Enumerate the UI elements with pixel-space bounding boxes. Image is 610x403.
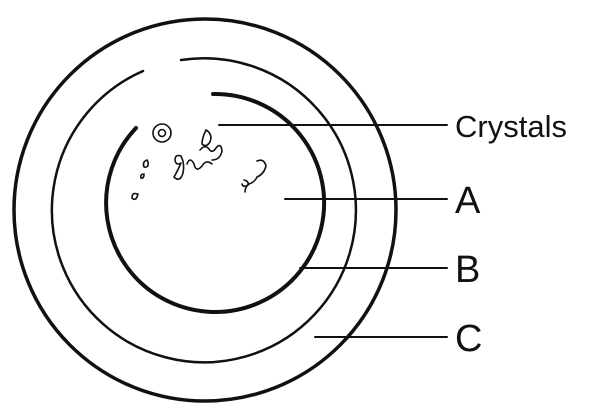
- crystal-ring-outer: [153, 124, 171, 142]
- inner-ring: [106, 94, 324, 312]
- crystal-squiggle-7: [202, 130, 211, 146]
- label-crystals: Crystals: [455, 109, 567, 144]
- crystal-squiggle-6: [200, 146, 222, 160]
- crystals-cluster: [132, 124, 266, 199]
- crystal-squiggle-5: [187, 160, 212, 169]
- crystal-squiggle-1: [143, 160, 148, 167]
- crystal-squiggle-2: [141, 174, 144, 178]
- middle-ring: [52, 58, 356, 362]
- crystal-ring-inner: [159, 130, 166, 137]
- crystal-squiggle-9: [242, 180, 248, 186]
- crystal-squiggle-8: [245, 160, 266, 192]
- crystal-squiggle-4: [174, 156, 184, 180]
- label-b: B: [455, 249, 480, 291]
- outer-ring: [14, 19, 396, 401]
- label-a: A: [455, 180, 481, 222]
- crystal-squiggle-3: [132, 194, 138, 200]
- label-c: C: [455, 318, 482, 360]
